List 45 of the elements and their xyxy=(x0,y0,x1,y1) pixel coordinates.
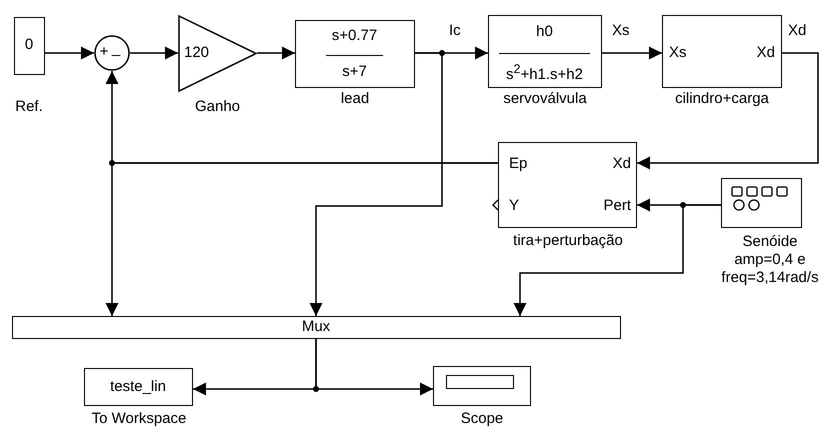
port-label: Ep xyxy=(509,155,528,173)
block-caption: cilindro+carga xyxy=(674,90,770,108)
transfer-function-block xyxy=(295,20,415,88)
denominator: s+7 xyxy=(341,63,368,81)
block-caption: lead xyxy=(340,90,370,108)
subsystem-block xyxy=(662,15,782,88)
port-label: Pert xyxy=(602,197,631,215)
constant-block xyxy=(14,17,45,75)
mux-label: Mux xyxy=(300,318,332,336)
block-caption: Scope xyxy=(460,410,504,428)
plus-sign: + xyxy=(98,43,110,61)
signal-arrow xyxy=(45,46,94,60)
signal-arrow xyxy=(257,46,295,60)
mux-bar xyxy=(12,316,621,339)
sum-circle xyxy=(94,35,130,71)
port-label: Xd xyxy=(756,44,775,62)
transfer-function-block xyxy=(488,15,602,88)
minus-sign: _ xyxy=(110,40,122,58)
denominator: s$^{2}$+h1.s+h2 xyxy=(504,61,584,84)
gain-triangle xyxy=(178,15,257,92)
numerator: s+0.77 xyxy=(330,27,378,45)
port-label: Y xyxy=(509,197,520,215)
scope-block xyxy=(433,366,531,406)
block-caption: To Workspace xyxy=(90,410,188,428)
constant-value: 0 xyxy=(24,36,34,54)
signal-arrow xyxy=(310,52,443,316)
workspace-block xyxy=(84,368,193,406)
block-caption: Ref. xyxy=(14,98,44,116)
subsystem-block xyxy=(498,142,637,228)
signal-arrow xyxy=(602,46,662,60)
port-label: Xs xyxy=(669,44,688,62)
gain-value: 120 xyxy=(184,44,210,62)
block-caption: tira+perturbação xyxy=(512,232,624,250)
variable-name: teste_lin xyxy=(109,378,167,396)
block-caption: servoválvula xyxy=(502,90,588,108)
signal-arrow xyxy=(514,204,721,316)
port-label: Xd xyxy=(612,155,631,173)
signal-arrow xyxy=(130,46,178,60)
block-caption: Ganho xyxy=(194,98,242,116)
signal-arrow xyxy=(637,52,819,170)
block-caption: Senóide amp=0,4 e freq=3,14rad/s xyxy=(720,233,820,287)
numerator: h0 xyxy=(535,23,554,41)
signal-arrow xyxy=(106,162,498,316)
signal-arrow xyxy=(315,339,433,396)
signal-generator-block xyxy=(721,178,802,228)
